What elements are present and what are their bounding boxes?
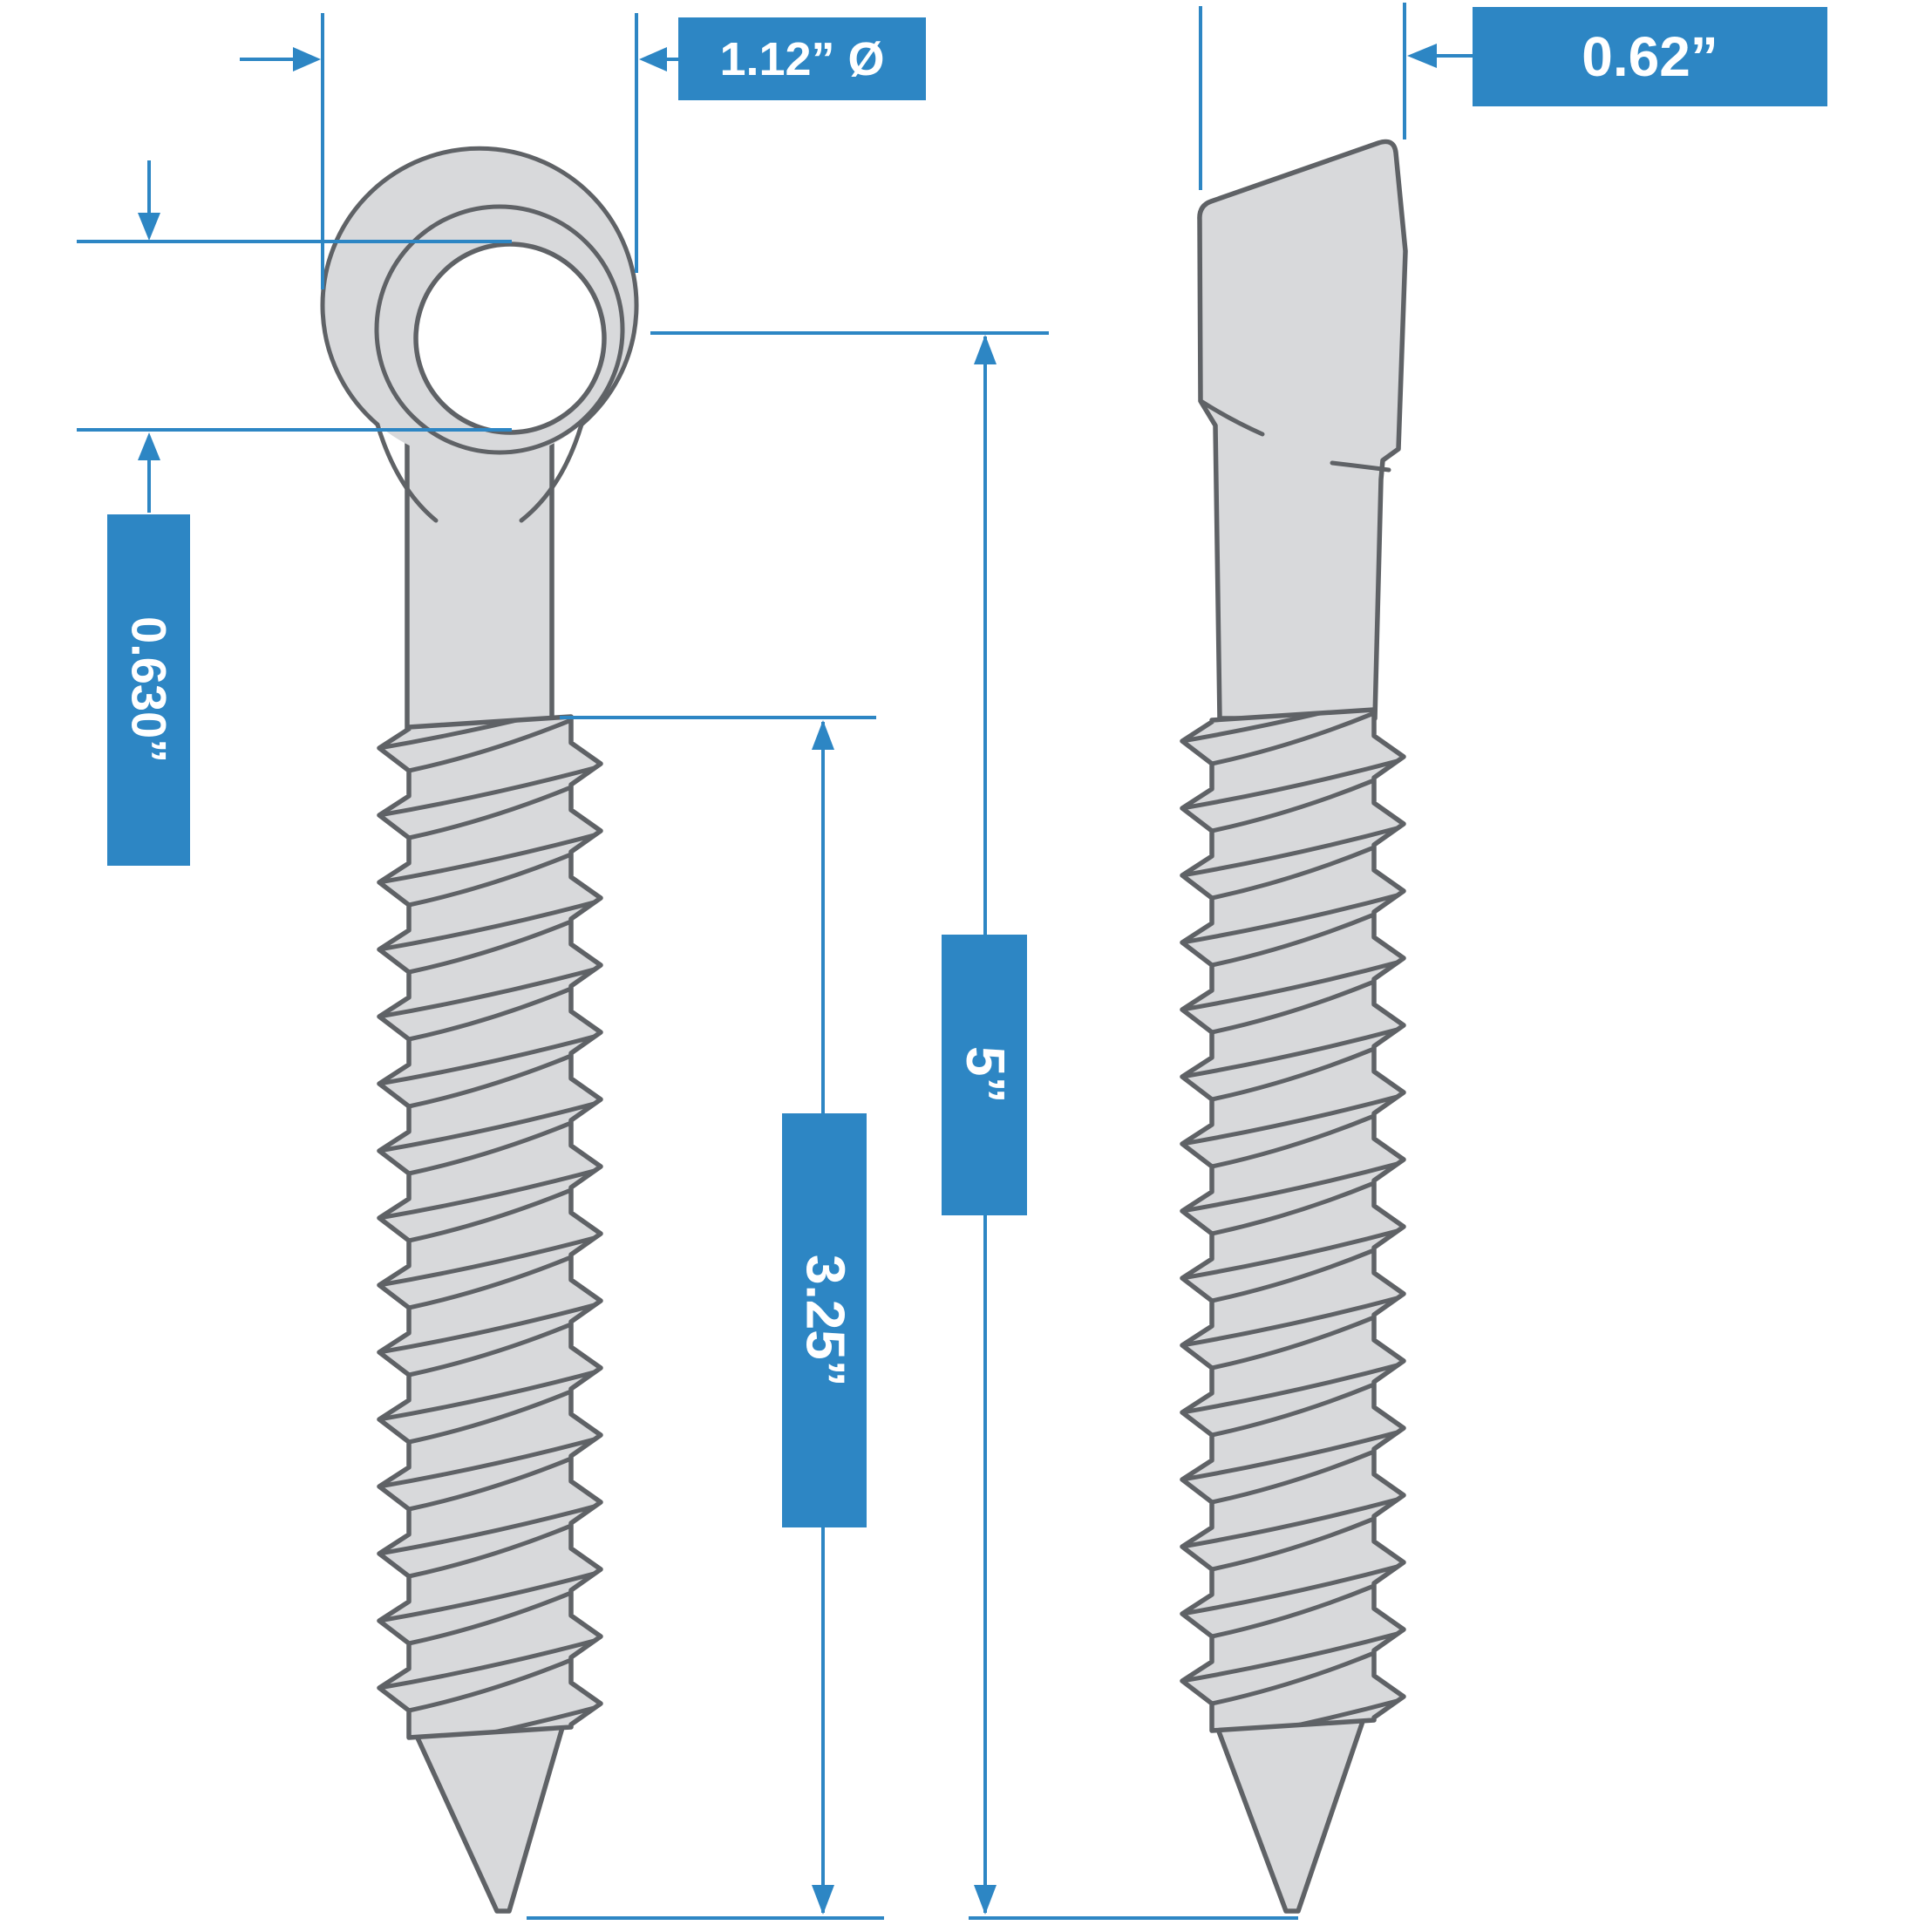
eye-neck-fillet-left [375, 422, 439, 523]
arrow-down-icon [812, 1885, 834, 1915]
arrow-up-icon [138, 432, 160, 460]
front-thread-ridges [379, 717, 601, 1738]
dim-label-eye-outer-diameter: 1.12” Ø [678, 17, 926, 100]
eye-neck-fillet-right [519, 422, 584, 523]
eye-ring-outer-arc [320, 146, 639, 427]
front-view-screw [320, 146, 639, 1914]
side-eye-profile [1197, 139, 1408, 721]
eye-ring-inner-arc [374, 204, 625, 455]
arrow-down-icon [974, 1885, 997, 1915]
side-view-screw [1180, 139, 1408, 1914]
dim-label-eye-inner-diameter: 0.630” [107, 514, 190, 866]
dimension-annotations [77, 3, 1473, 1920]
front-threads [377, 714, 603, 1740]
side-thread-ridges [1182, 710, 1404, 1731]
arrow-right-icon [293, 47, 321, 71]
dim-eye-inner-diameter-lines [77, 160, 512, 513]
dim-label-profile-width: 0.62” [1473, 7, 1827, 106]
arrow-up-icon [974, 335, 997, 364]
dim-label-overall-length: 5” [942, 935, 1027, 1215]
arrow-up-icon [812, 720, 834, 750]
arrow-left-icon [639, 47, 667, 71]
side-eye-fold-line-right [1330, 460, 1391, 473]
arrow-down-icon [138, 213, 160, 241]
arrow-left-icon [1407, 44, 1437, 68]
dim-profile-width-lines [1199, 3, 1473, 190]
side-eye-fold-line-left [1200, 399, 1265, 437]
eye-hole [413, 242, 607, 435]
dim-label-thread-length: 3.25” [782, 1113, 867, 1527]
dim-eye-outer-diameter-lines [240, 13, 678, 289]
side-threads [1180, 707, 1406, 1733]
